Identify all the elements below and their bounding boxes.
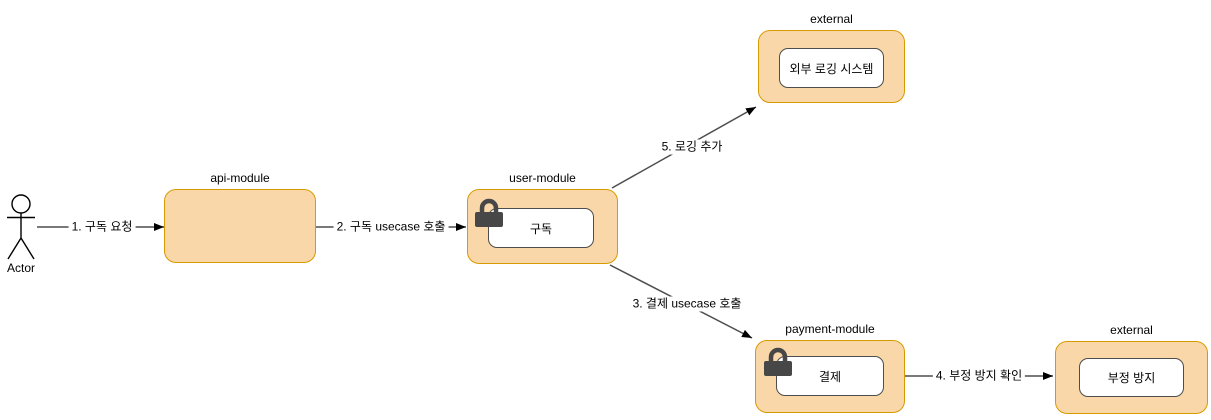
edge-label-5: 5. 로깅 추가 xyxy=(658,139,726,155)
actor-label: Actor xyxy=(6,261,36,275)
edge-label-4: 4. 부정 방지 확인 xyxy=(932,368,1026,384)
usecase-box-payment: 결제 xyxy=(776,356,884,396)
node-title: external xyxy=(810,12,853,26)
node-api-module: api-module xyxy=(164,171,316,263)
actor-head xyxy=(11,194,31,214)
node-title: payment-module xyxy=(785,322,875,336)
node-payment-module: payment-module 결제 xyxy=(755,322,905,413)
usecase-box-external-logging-system: 외부 로깅 시스템 xyxy=(779,48,884,88)
actor-body xyxy=(7,213,35,260)
node-title: user-module xyxy=(509,171,576,185)
usecase-box-subscribe: 구독 xyxy=(488,208,594,248)
node-title: external xyxy=(1110,323,1153,337)
node-external-fraud: external 부정 방지 xyxy=(1055,323,1208,414)
edge-label-1: 1. 구독 요청 xyxy=(68,219,136,235)
usecase-box-fraud-prevention: 부정 방지 xyxy=(1079,358,1184,397)
edge-label-3: 3. 결제 usecase 호출 xyxy=(629,296,745,312)
node-external-logging: external 외부 로깅 시스템 xyxy=(758,12,905,103)
node-user-module: user-module 구독 xyxy=(467,171,618,264)
edge-label-2: 2. 구독 usecase 호출 xyxy=(333,219,449,235)
node-title: api-module xyxy=(210,171,270,185)
actor-figure xyxy=(7,194,35,260)
